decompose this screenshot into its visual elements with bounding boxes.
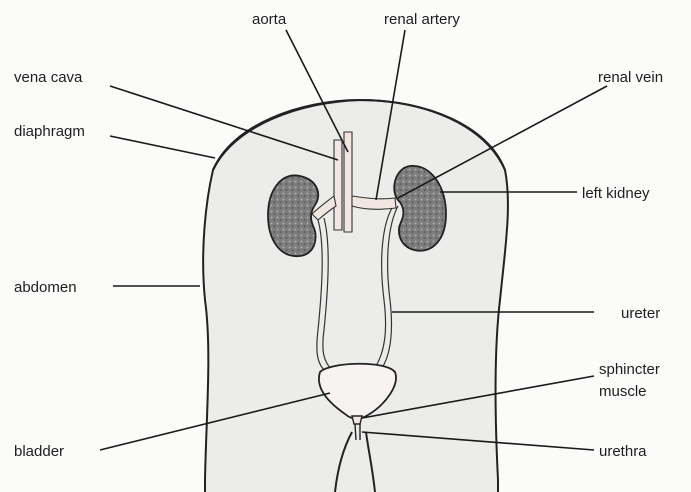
label-bladder: bladder — [14, 443, 64, 460]
label-muscle: muscle — [599, 383, 647, 400]
leader-diaphragm — [110, 136, 215, 158]
label-aorta: aorta — [252, 11, 287, 28]
label-urethra: urethra — [599, 443, 647, 460]
label-renal-artery: renal artery — [384, 11, 460, 28]
right-kidney — [268, 175, 318, 256]
label-diaphragm: diaphragm — [14, 123, 85, 140]
label-ureter: ureter — [621, 305, 660, 322]
right-renal-vessels — [352, 196, 396, 209]
label-abdomen: abdomen — [14, 279, 77, 296]
label-renal-vein: renal vein — [598, 69, 663, 86]
label-left-kidney: left kidney — [582, 185, 650, 202]
label-sphincter: sphincter — [599, 361, 660, 378]
label-vena-cava: vena cava — [14, 69, 83, 86]
vena-cava-vessel — [334, 140, 342, 230]
sphincter-shape — [352, 416, 362, 424]
